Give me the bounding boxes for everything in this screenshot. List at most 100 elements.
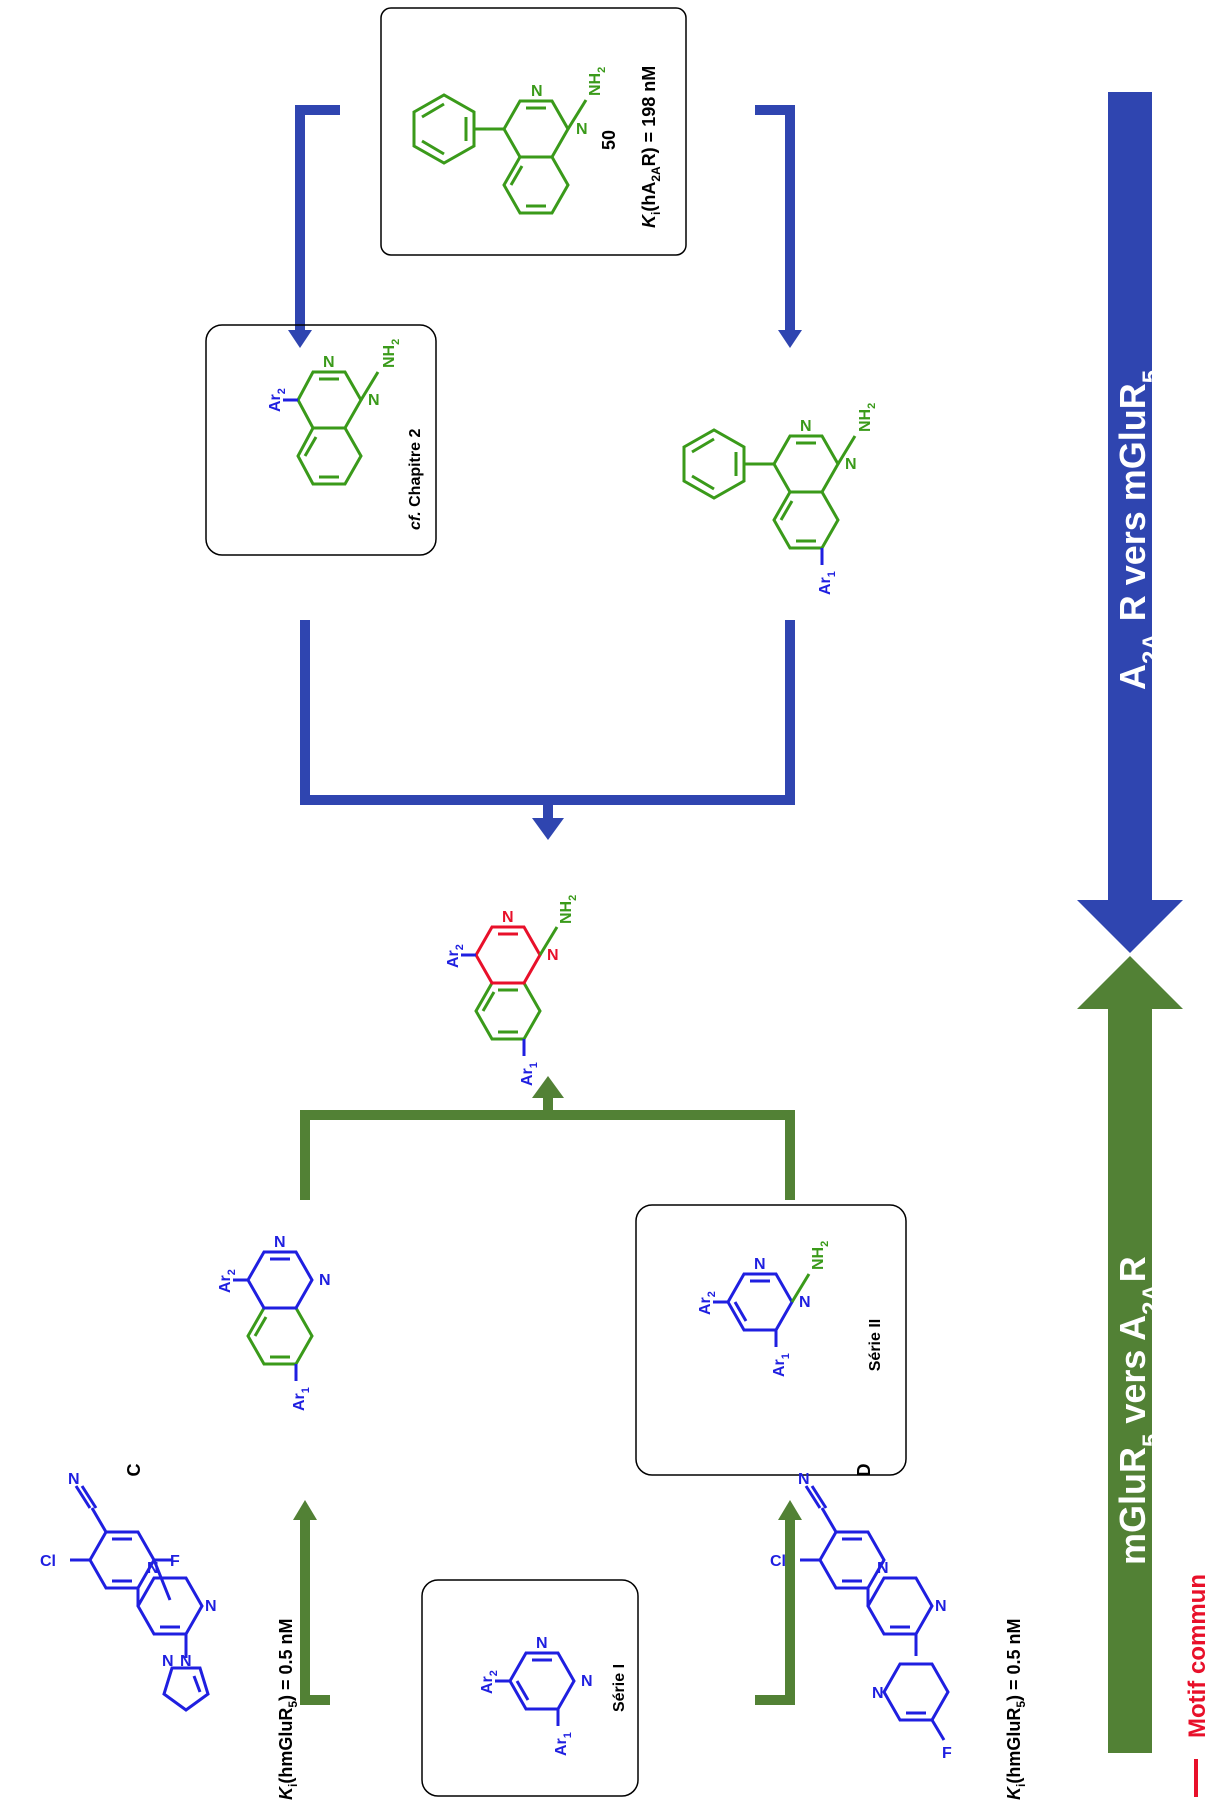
s1-ar1: Ar1 xyxy=(553,1732,574,1756)
green-bracket-bottom-left xyxy=(300,1520,330,1705)
blue-brackets xyxy=(295,105,795,820)
mol50-n2: N xyxy=(576,121,588,138)
c-cn-n: N xyxy=(68,1471,80,1488)
molecule-central xyxy=(461,925,559,1056)
quin-n1: N xyxy=(274,1234,286,1251)
molecule-D-labels: N Cl N N N F D Ki(hmGluR5) = 0.5 nM xyxy=(770,1464,1028,1801)
d-n3: N xyxy=(935,1598,947,1615)
c-name: C xyxy=(124,1464,144,1477)
central-ar1: Ar1 xyxy=(519,1062,540,1086)
s1-n2: N xyxy=(581,1673,593,1690)
mol-r-nh2: NH2 xyxy=(857,403,878,432)
blue-arrowhead-1 xyxy=(288,330,312,348)
c-f: F xyxy=(170,1553,180,1570)
s2-n1: N xyxy=(754,1256,766,1273)
mol-r-n1: N xyxy=(800,418,812,435)
molecule-50 xyxy=(412,93,588,215)
green-banner-arrow xyxy=(1077,956,1183,1753)
green-arrowhead-2 xyxy=(293,1500,317,1520)
molecule-quinazoline xyxy=(233,1250,314,1381)
legend: Motif commun xyxy=(1184,1574,1211,1797)
molecule-serie2-labels: Ar2 Ar1 N N NH2 Série II xyxy=(697,1241,884,1377)
s1-ar2: Ar2 xyxy=(479,1670,500,1694)
c-n3: N xyxy=(147,1560,159,1577)
mol50-benzo xyxy=(502,155,570,215)
mol50-nh2: NH2 xyxy=(587,67,608,96)
d-ki: Ki(hmGluR5) = 0.5 nM xyxy=(1004,1618,1028,1800)
molecule-serie1-labels: Ar2 Ar1 N N Série I xyxy=(479,1635,628,1756)
green-bracket-bottom-right xyxy=(755,1520,795,1705)
molecule-C-labels: N Cl F N N N N C Ki(hmGluR5) = 0.5 nM xyxy=(40,1464,300,1801)
molecule-D xyxy=(800,1485,950,1741)
blue-arrowheads xyxy=(288,330,802,840)
d-name: D xyxy=(854,1464,874,1477)
mol50-name: 50 xyxy=(599,130,619,150)
green-arrowheads xyxy=(293,1076,802,1520)
mol-r-ar1: Ar1 xyxy=(817,571,838,595)
serie2-label: Série II xyxy=(867,1319,884,1371)
mol50-n1: N xyxy=(531,83,543,100)
molecule-chapitre2 xyxy=(296,370,380,486)
d-cn-n: N xyxy=(798,1471,810,1488)
banner-arrows: A2A R vers mGluR5 mGluR5 vers A2AR xyxy=(1077,92,1183,1753)
central-n1: N xyxy=(502,909,514,926)
chap2-nh2: NH2 xyxy=(381,339,402,368)
molecule-chapitre2-labels: Ar2 N N NH2 cf. Chapitre 2 xyxy=(267,339,424,530)
banner-label-mglur: mGluR5 vers A2AR xyxy=(1112,1256,1165,1565)
c-cl: Cl xyxy=(40,1553,56,1570)
c-n5: N xyxy=(162,1653,174,1670)
molecule-serie1 xyxy=(495,1651,576,1726)
s2-n2: N xyxy=(799,1294,811,1311)
s2-ar1: Ar1 xyxy=(771,1353,792,1377)
green-arrowhead-1 xyxy=(532,1076,564,1098)
quin-ar2: Ar2 xyxy=(217,1269,238,1293)
mol50-phenyl xyxy=(412,93,476,165)
d-n2: N xyxy=(877,1560,889,1577)
c-n6: N xyxy=(180,1653,192,1670)
chap2-n2: N xyxy=(368,392,380,409)
molecule-central-labels: Ar2 Ar1 N N NH2 xyxy=(445,895,579,1086)
mol-r-n2: N xyxy=(845,456,857,473)
chap2-n1: N xyxy=(323,354,335,371)
c-n4: N xyxy=(205,1598,217,1615)
box-chapitre-2 xyxy=(205,324,437,556)
s2-ar2: Ar2 xyxy=(697,1291,718,1315)
quin-n2: N xyxy=(319,1272,331,1289)
legend-label: Motif commun xyxy=(1184,1574,1211,1738)
box-compound-50 xyxy=(380,7,687,256)
central-n2: N xyxy=(547,947,559,964)
blue-banner-arrow xyxy=(1077,92,1183,953)
central-ar2: Ar2 xyxy=(445,944,466,968)
d-f: F xyxy=(942,1745,952,1762)
blue-bracket-top-left xyxy=(295,105,340,128)
box-serie-2 xyxy=(635,1204,907,1476)
banner-label-a2a: A2A R vers mGluR5 xyxy=(1112,370,1165,690)
blue-arrowhead-2 xyxy=(778,330,802,348)
molecule-ar1-phenyl xyxy=(682,428,857,550)
blue-arrowhead-3 xyxy=(532,818,564,840)
s1-n1: N xyxy=(536,1635,548,1652)
central-nh2: NH2 xyxy=(558,895,579,924)
serie1-label: Série I xyxy=(611,1664,628,1712)
molecule-ar1-phenyl-labels: Ar1 N N NH2 xyxy=(800,403,878,595)
d-n4: N xyxy=(872,1685,884,1702)
green-bracket-merge xyxy=(300,1110,795,1200)
molecule-quinazoline-labels: Ar2 Ar1 N N xyxy=(217,1234,331,1411)
molecule-50-labels: N N NH2 50 Ki(hA2AR) = 198 nM xyxy=(531,66,663,228)
box-serie-1 xyxy=(421,1579,639,1797)
quin-ar1: Ar1 xyxy=(291,1387,312,1411)
blue-bracket-merge xyxy=(300,620,795,805)
c-ki: Ki(hmGluR5) = 0.5 nM xyxy=(276,1618,300,1800)
s2-nh2: NH2 xyxy=(810,1241,831,1270)
green-brackets xyxy=(300,1095,795,1705)
d-cl: Cl xyxy=(770,1553,786,1570)
chap2-label: cf. Chapitre 2 xyxy=(407,429,424,530)
molecule-C xyxy=(70,1485,210,1712)
blue-bracket-top-right xyxy=(755,105,795,330)
boxes xyxy=(205,7,907,1797)
chap2-ar2: Ar2 xyxy=(267,388,288,412)
molecule-serie2 xyxy=(713,1272,811,1347)
green-arrowhead-3 xyxy=(778,1500,802,1520)
